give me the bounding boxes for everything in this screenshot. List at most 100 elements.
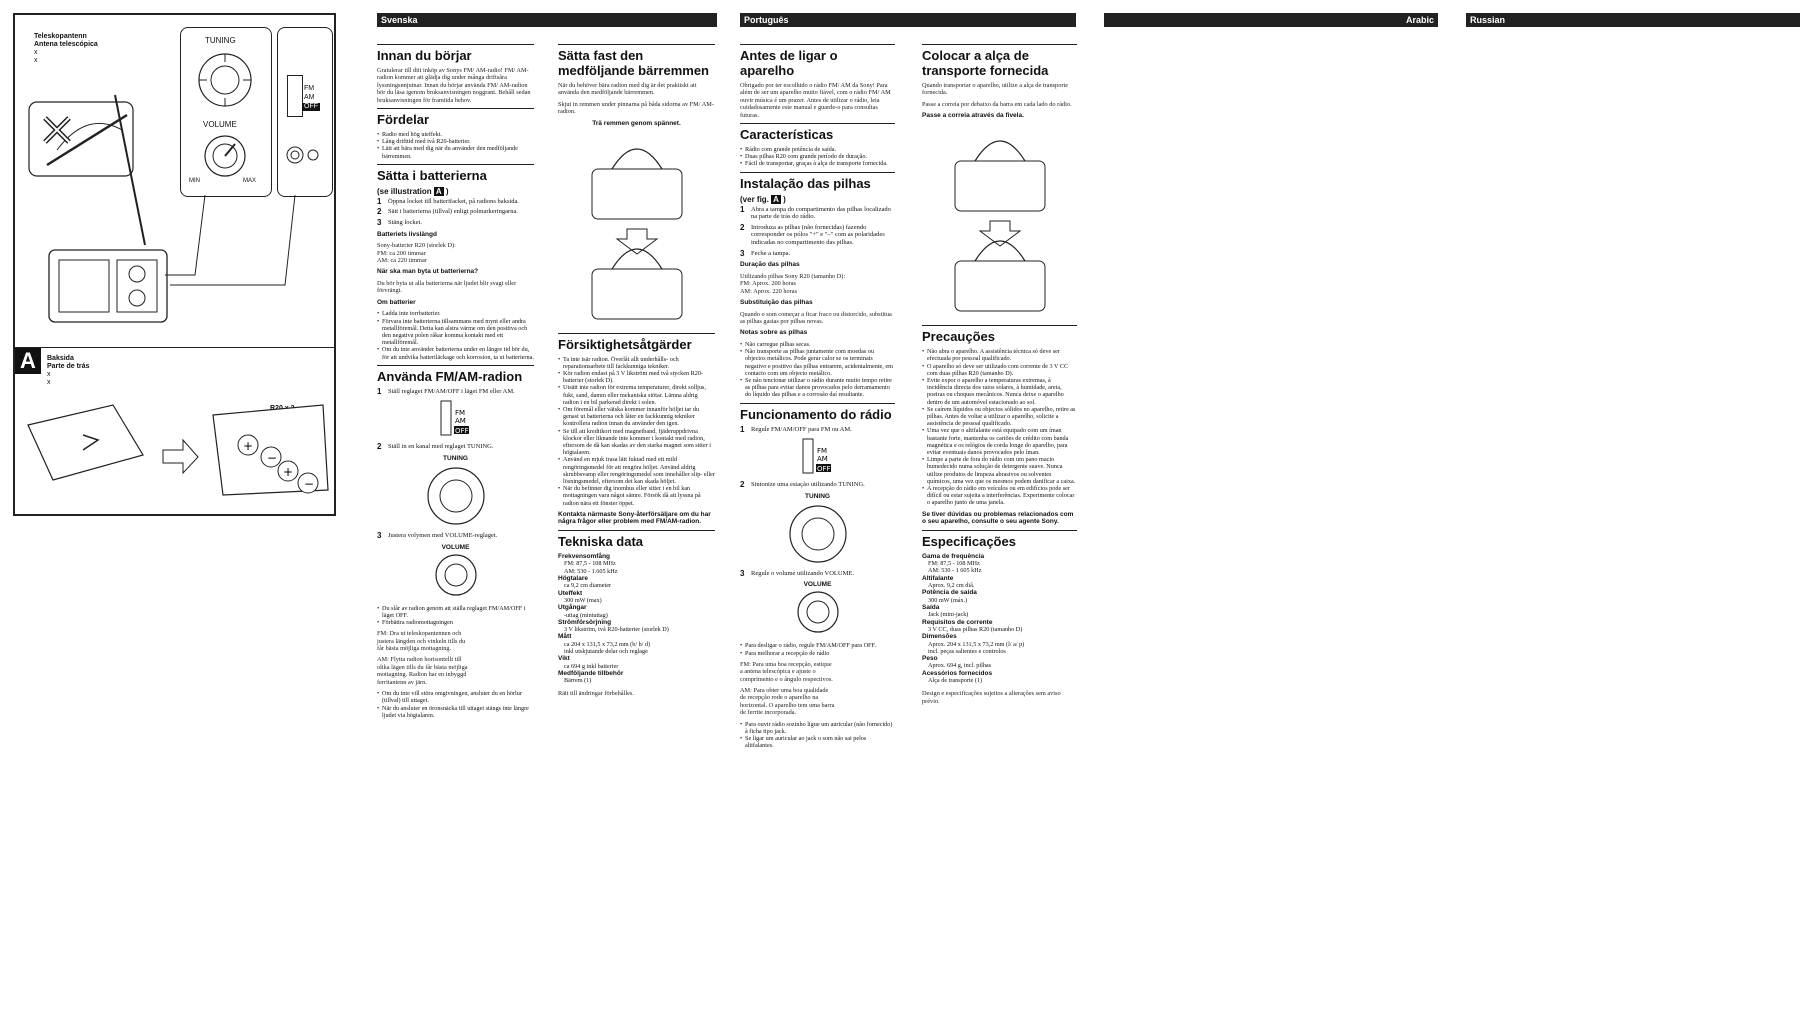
list-item: Kör radion endast på 3 V likström med tv… bbox=[558, 370, 715, 384]
back-label-x1: x bbox=[47, 371, 51, 378]
sv-strap-text-2: Skjut in remmen under pinnarna på båda s… bbox=[558, 100, 714, 116]
sv-about-title: Om batterier bbox=[377, 298, 416, 306]
tuning-dial-icon bbox=[198, 53, 252, 107]
sv-strap-label: Trä remmen genom spännet. bbox=[592, 119, 681, 127]
pt-strap-text-2: Passe a correia por debaixo da barra em … bbox=[922, 100, 1072, 108]
sv-contact-text: Kontakta närmaste Sony-återförsäljare om… bbox=[558, 510, 711, 526]
pt-fm-text: FM: Para uma boa recepção, estique a ant… bbox=[740, 660, 833, 683]
pt-title-strap: Colocar a alça de transporte fornecida bbox=[922, 44, 1077, 78]
sv-when-title: När ska man byta ut batterierna? bbox=[377, 268, 479, 276]
list-item: Limpe a parte de fora do rádio com um pa… bbox=[922, 456, 1077, 485]
antenna-label-pt: Antena telescópica bbox=[34, 41, 98, 48]
sv-batteries-ref: (se illustration A ) bbox=[377, 186, 449, 196]
radio-illustration bbox=[48, 249, 168, 323]
volume-label: VOLUME bbox=[441, 543, 470, 551]
list-item: O aparelho só deve ser utilizado com cor… bbox=[922, 363, 1077, 377]
pt-title-batteries: Instalação das pilhas bbox=[740, 171, 895, 191]
svg-text:+: + bbox=[283, 465, 293, 479]
sv-column-2: Sätta fast den medföljande bärremmen När… bbox=[558, 44, 715, 702]
pt-title-operation: Funcionamento do rádio bbox=[740, 402, 895, 422]
list-item: Förvara inte batterierna tillsammans med… bbox=[377, 318, 534, 347]
controls-inset bbox=[180, 27, 272, 197]
strap-illustration bbox=[591, 148, 682, 320]
pt-title-precautions: Precauções bbox=[922, 325, 1077, 344]
sv-am-text: AM: Flytta radion horisontellt till olik… bbox=[377, 656, 468, 686]
svg-text:−: − bbox=[304, 477, 314, 491]
list-item: Para desligar o rádio, regule FM/AM/OFF … bbox=[740, 642, 895, 649]
antenna-label-sv: Teleskopantenn bbox=[34, 33, 87, 40]
list-item: Se ligar um auricular ao jack o som não … bbox=[740, 735, 895, 749]
sv-when-text: Du bör byta ut alla batterierna när ljud… bbox=[377, 280, 517, 295]
tuning-dial-icon bbox=[426, 467, 485, 525]
list-item: Lätt att bära med dig när du använder de… bbox=[377, 145, 534, 159]
svg-text:AM: AM bbox=[817, 455, 828, 463]
pt-intro-text: Obrigado por ter escolhido o rádio FM/ A… bbox=[740, 82, 891, 119]
list-item: Para melhorar a recepção de rádio bbox=[740, 650, 895, 657]
connector-lines bbox=[114, 94, 296, 286]
sv-strap-text: När du behöver bära radion med dig är de… bbox=[558, 82, 697, 97]
pt-contact-text: Se tiver dúvidas ou problemas relacionad… bbox=[922, 510, 1074, 526]
text-line: FM: ca 200 timmar bbox=[377, 249, 426, 257]
figure-panel: Teleskopantenn Antena telescópica x x TU… bbox=[13, 13, 336, 516]
volume-dial-icon bbox=[434, 554, 477, 596]
list-item: Não abra o aparelho. A assistência técni… bbox=[922, 348, 1077, 362]
svg-text:+: + bbox=[243, 439, 253, 453]
list-item: Se caírem líquidos ou objectos sólidos n… bbox=[922, 406, 1077, 428]
sv-title-precautions: Försiktighetsåtgärder bbox=[558, 332, 715, 352]
list-item: Om du inte vill störa omgivningen, anslu… bbox=[377, 690, 534, 704]
sv-battery-life-title: Batteriets livslängd bbox=[377, 230, 437, 238]
list-item: Fácil de transportar, graças à alça de t… bbox=[740, 160, 895, 167]
list-item: Se não tencionar utilizar o rádio durant… bbox=[740, 377, 895, 399]
list-item: När du befinner dig inomhus eller sitter… bbox=[558, 485, 715, 507]
list-item: Não transporte as pilhas juntamente com … bbox=[740, 348, 895, 377]
pt-duration-title: Duração das pilhas bbox=[740, 261, 800, 269]
svg-text:−: − bbox=[267, 451, 277, 465]
figure-badge-a: A bbox=[15, 348, 41, 374]
header-russian: Russian bbox=[1466, 13, 1800, 27]
antenna-inset-illustration bbox=[28, 101, 134, 177]
list-item: Para ouvir rádio sozinho ligue um auricu… bbox=[740, 721, 895, 735]
list-item: Utsätt inte radion för extrema temperatu… bbox=[558, 384, 715, 406]
svg-text:FM: FM bbox=[817, 447, 827, 455]
volume-dial-icon bbox=[796, 591, 839, 634]
text-line: AM: Aprox. 220 horas bbox=[740, 287, 798, 295]
header-arabic: Arabic bbox=[1104, 13, 1438, 27]
list-item: Duas pilhas R20 com grande período de du… bbox=[740, 153, 895, 160]
jack-icon bbox=[286, 146, 319, 164]
svg-text:FM: FM bbox=[455, 409, 465, 417]
list-item: Ladda inte torrbatterier. bbox=[377, 310, 534, 317]
sv-fm-text: FM: Dra ut teleskopantennen och justera … bbox=[377, 630, 466, 653]
list-item: Ta inte isär radion. Överlåt allt underh… bbox=[558, 356, 715, 370]
list-item: När du ansluter en öronsnäcka till uttag… bbox=[377, 705, 534, 719]
pt-replace-title: Substituição das pilhas bbox=[740, 299, 813, 307]
switch-inset bbox=[277, 27, 333, 197]
list-item: Evite expor o aparelho a temperaturas ex… bbox=[922, 377, 1077, 406]
pt-design-note: Design e especificações sujeitos a alter… bbox=[922, 690, 1061, 705]
list-item: Uma vez que o altifalante está equipado … bbox=[922, 427, 1077, 456]
list-item: Använd en mjuk trasa lätt fuktad med ett… bbox=[558, 456, 715, 485]
sv-title-strap: Sätta fast den medföljande bärremmen bbox=[558, 44, 715, 78]
sv-intro-text: Gratulerar till ditt inköp av Sonys FM/ … bbox=[377, 67, 531, 104]
band-switch-icon bbox=[287, 75, 303, 117]
back-label-x2: x bbox=[47, 379, 51, 386]
list-item: Se till att kreditkort med magnetband, f… bbox=[558, 428, 715, 457]
sv-column-1: Innan du börjar Gratulerar till ditt ink… bbox=[377, 44, 534, 723]
list-item: Du slår av radion genom att ställa regla… bbox=[377, 605, 534, 619]
back-label-pt: Parte de trás bbox=[47, 363, 90, 370]
list-item: Om du inte använder batterierna under en… bbox=[377, 346, 534, 360]
antenna-label-x1: x bbox=[34, 49, 38, 56]
list-item: Lång drifttid med två R20-batterier. bbox=[377, 138, 534, 145]
